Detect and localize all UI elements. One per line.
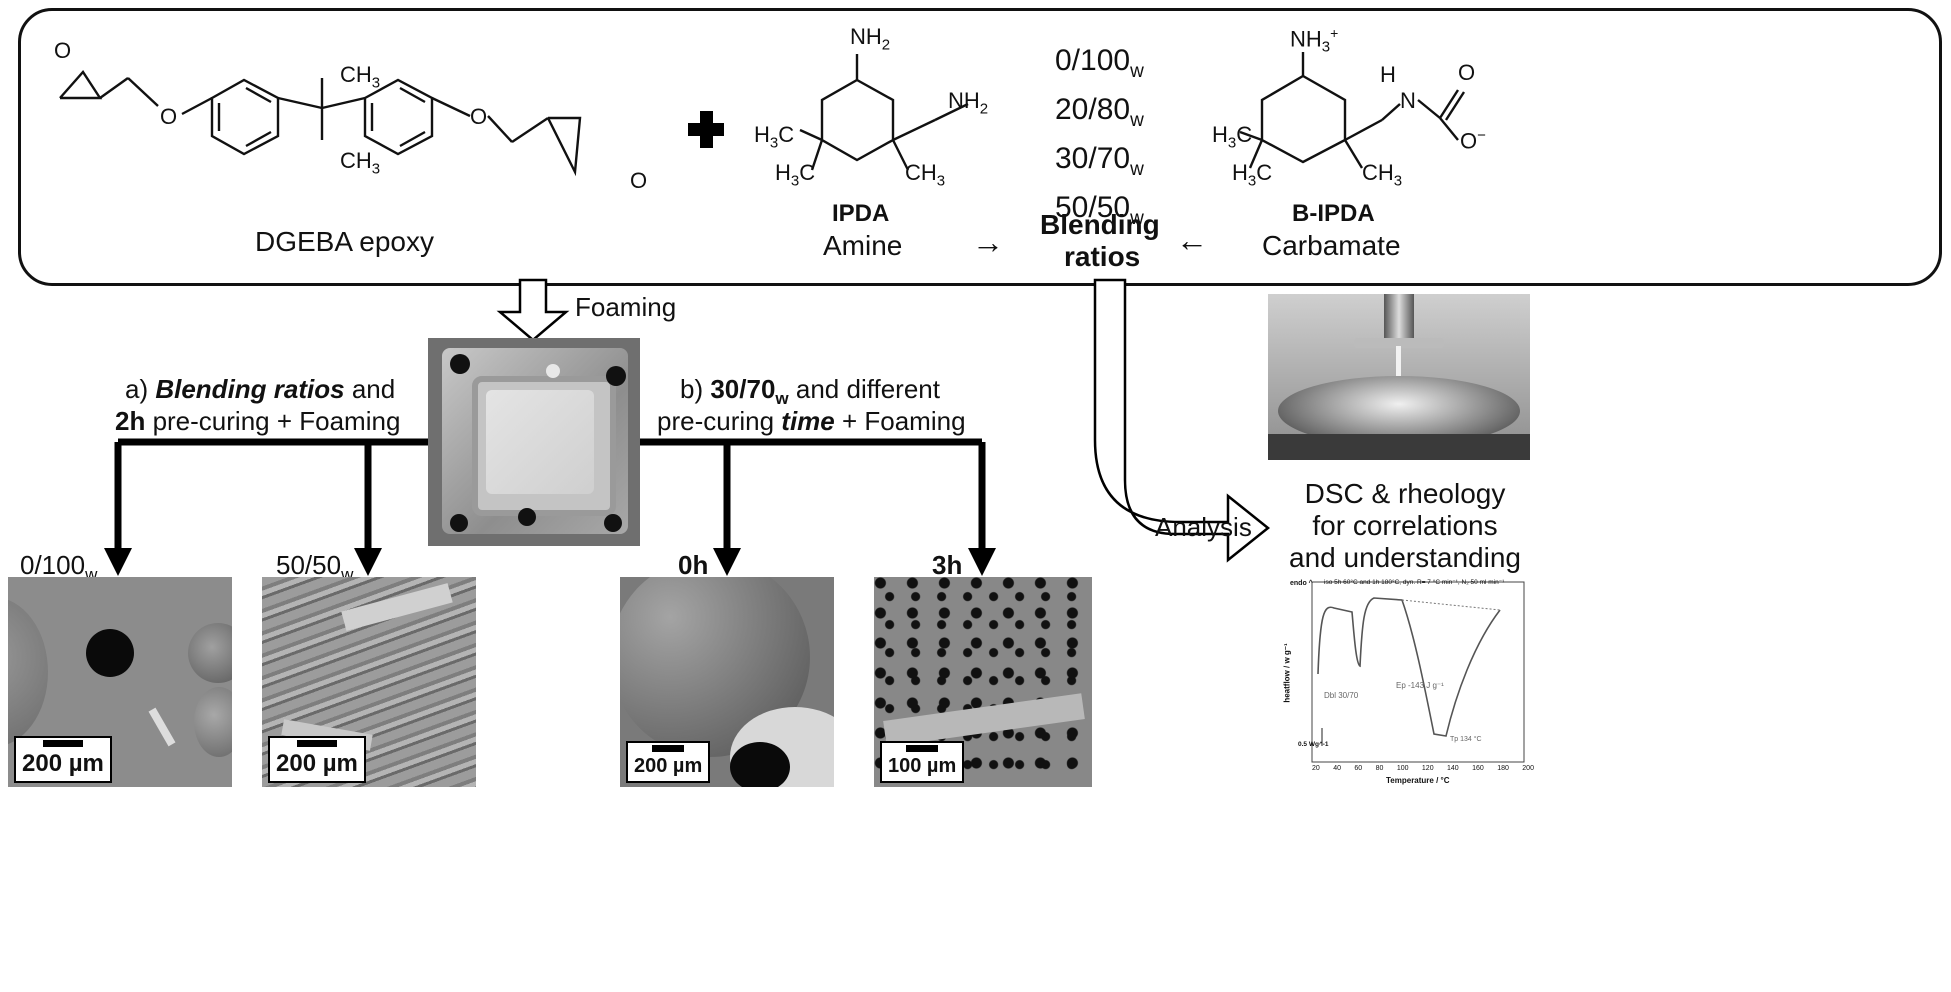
bipda-h3c-bottom: H3C <box>1232 160 1273 190</box>
branch-b-line2: pre-curing time + Foaming <box>657 406 966 436</box>
dsc-curve-svg <box>1311 581 1525 763</box>
dsc-xlabel: Temperature / °C <box>1386 776 1450 785</box>
bipda-ch3: CH3 <box>1362 160 1403 190</box>
dsc-xtick: 100 <box>1396 765 1409 772</box>
dgeba-ch3-top: CH3 <box>340 62 381 92</box>
arrow-left-icon: ← <box>1176 222 1208 258</box>
dsc-xticks: 20 40 60 80 100 120 140 160 180 200 <box>1312 765 1534 772</box>
dsc-xtick: 180 <box>1497 765 1509 772</box>
blending-title: Blending <box>1040 209 1160 240</box>
analysis-text-line1: DSC & rheology <box>1304 478 1506 509</box>
rheology-photo <box>1268 294 1530 460</box>
analysis-label: Analysis <box>1155 512 1252 542</box>
dsc-peak: Tp 134 °C <box>1450 736 1482 743</box>
analysis-text-line3: and understanding <box>1289 542 1521 573</box>
dsc-ylabel: heatflow / w g⁻¹ <box>1282 643 1292 703</box>
dgeba-ch3-bottom: CH3 <box>340 148 381 178</box>
dgeba-o3: O <box>470 104 488 129</box>
scale-bar-4: 100 µm <box>880 741 965 783</box>
dsc-header: iso 5h 60°C and 1h 180°C, dyn. R= 7 °C m… <box>1324 579 1505 586</box>
bipda-o-minus: O− <box>1460 127 1486 154</box>
dsc-curve <box>1317 597 1501 737</box>
branch-a-line2: 2h pre-curing + Foaming <box>115 406 401 436</box>
branch-b-lines <box>640 438 986 556</box>
foaming-label: Foaming <box>575 292 677 322</box>
branch-a-line1: a) Blending ratios and <box>125 374 396 404</box>
bipda-nh3: NH3+ <box>1290 25 1339 56</box>
sample-label-0h: 0h <box>678 550 709 580</box>
dgeba-structure <box>59 70 582 177</box>
dsc-xtick: 80 <box>1375 765 1384 772</box>
sem-image-0-100: 200 µm <box>8 577 232 787</box>
blending-ratio-list: 0/100w 20/80w 30/70w 50/50w <box>1055 42 1144 238</box>
ipda-name: IPDA <box>832 200 890 227</box>
dgeba-o1: O <box>54 38 72 63</box>
sample-label-3h: 3h <box>932 550 963 580</box>
dsc-xtick: 160 <box>1472 765 1484 772</box>
ipda-h3c-bottom: H3C <box>775 160 816 190</box>
dgeba-label: DGEBA epoxy <box>255 226 434 257</box>
dsc-enthalpy: Ep -143 J g⁻¹ <box>1396 681 1444 690</box>
blending-subtitle: ratios <box>1064 241 1141 272</box>
scale-bar-1: 200 µm <box>14 736 112 783</box>
analysis-text: DSC & rheology for correlations and unde… <box>1278 478 1532 574</box>
dgeba-o4: O <box>630 168 648 193</box>
dsc-xtick: 40 <box>1333 765 1341 772</box>
bipda-o-top: O <box>1458 60 1476 85</box>
bipda-h: H <box>1380 62 1396 87</box>
bipda-h3c-left: H3C <box>1212 122 1253 152</box>
dsc-plot: endo ^ iso 5h 60°C and 1h 180°C, dyn. R=… <box>1282 574 1534 790</box>
dsc-xtick: 60 <box>1354 765 1363 772</box>
sample-label-0-100: 0/100w <box>20 550 98 585</box>
bipda-n: N <box>1400 88 1416 113</box>
dsc-xtick: 140 <box>1447 765 1459 772</box>
dsc-xtick: 120 <box>1421 765 1434 772</box>
dsc-endo: endo ^ <box>1290 580 1313 587</box>
arrowhead-a1 <box>104 548 132 576</box>
arrowhead-a2 <box>354 548 382 576</box>
ipda-structure <box>799 54 969 171</box>
ipda-nh2-top: NH2 <box>850 24 891 54</box>
bipda-name: B-IPDA <box>1292 200 1375 227</box>
dgeba-o2: O <box>160 104 178 129</box>
ratio-20-80: 20/80w <box>1055 93 1144 131</box>
reagents-box <box>18 8 1942 286</box>
scale-bar-2: 200 µm <box>268 736 366 783</box>
foaming-mold-photo <box>428 338 640 546</box>
foaming-arrow <box>496 278 570 342</box>
analysis-text-line2: for correlations <box>1312 510 1498 541</box>
dsc-scale: 0.5 Wg^-1 <box>1298 741 1329 748</box>
analysis-arrow <box>1093 278 1271 563</box>
arrow-right-icon: → <box>972 224 1004 260</box>
plus-sign <box>688 111 724 148</box>
sem-image-3h: 100 µm <box>874 577 1092 787</box>
ratio-30-70: 30/70w <box>1055 142 1144 180</box>
ratio-0-100: 0/100w <box>1055 44 1144 82</box>
sem-image-0h: 200 µm <box>620 577 834 787</box>
dsc-xtick: 20 <box>1312 765 1320 772</box>
branch-b-line1: b) 30/70w and different <box>680 374 940 409</box>
dsc-sample: Dbl 30/70 <box>1324 691 1359 700</box>
arrowhead-b1 <box>713 548 741 576</box>
scale-bar-3: 200 µm <box>626 741 711 783</box>
sem-image-50-50: 200 µm <box>262 577 476 787</box>
arrowhead-b2 <box>968 548 996 576</box>
ipda-h3c-left: H3C <box>754 122 795 152</box>
ratio-50-50: 50/50w <box>1055 191 1144 229</box>
bipda-type: Carbamate <box>1262 230 1401 261</box>
ipda-ch3: CH3 <box>905 160 946 190</box>
dsc-xtick: 200 <box>1522 765 1534 772</box>
bipda-structure <box>1239 52 1466 169</box>
ipda-type: Amine <box>823 230 903 261</box>
ipda-nh2-right: NH2 <box>948 88 989 118</box>
